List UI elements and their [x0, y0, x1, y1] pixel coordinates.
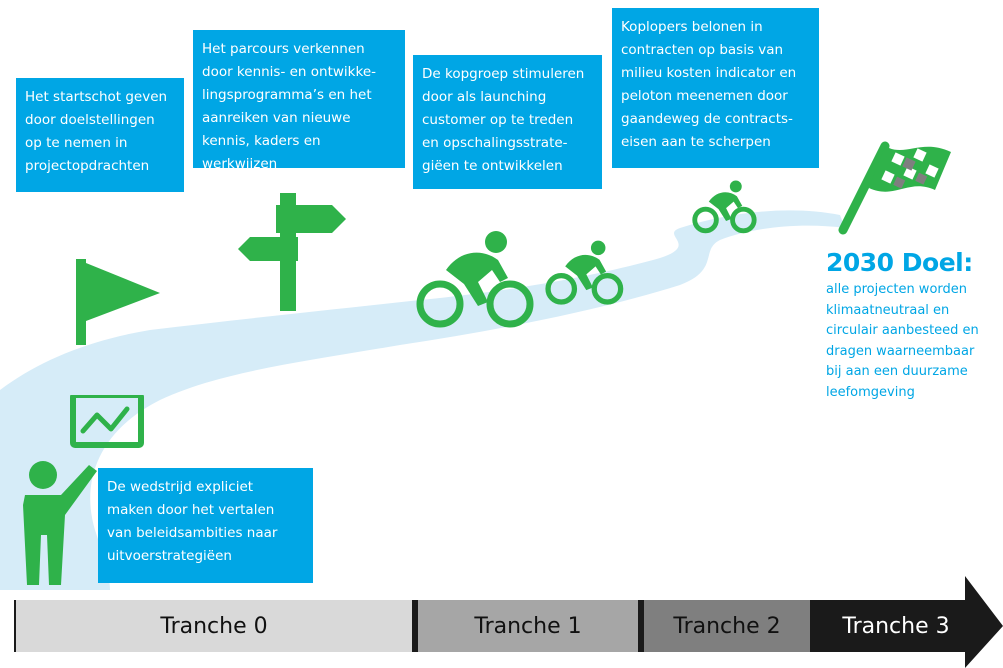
goal-title: 2030 Doel: — [826, 248, 973, 277]
step-box-kopgroep: De kopgroep stimuleren door als launchin… — [413, 55, 602, 189]
tranche-3: Tranche 3 — [816, 600, 976, 652]
step-text: Het parcours verkennen door kennis- en o… — [202, 41, 377, 168]
checkered-flag-icon — [838, 141, 951, 235]
tranche-2: Tranche 2 — [644, 600, 810, 652]
tranche-label: Tranche 1 — [474, 613, 582, 639]
tranche-label: Tranche 2 — [673, 613, 781, 639]
cyclist-icon — [545, 240, 624, 305]
step-box-parcours: Het parcours verkennen door kennis- en o… — [193, 30, 405, 168]
tranche-0: Tranche 0 — [16, 600, 412, 652]
step-box-startschot: Het startschot geven door doelstellingen… — [16, 78, 184, 192]
cyclist-icon — [692, 180, 757, 234]
winding-road — [0, 210, 845, 591]
step-text: Het startschot geven door doelstellingen… — [25, 89, 168, 174]
cyclist-icon — [416, 231, 534, 328]
step-box-wedstrijd: De wedstrijd expliciet maken door het ve… — [98, 468, 313, 583]
flag-icon — [76, 259, 160, 345]
step-text: De wedstrijd expliciet maken door het ve… — [107, 479, 278, 564]
step-box-koplopers: Koplopers belonen in contracten op basis… — [612, 8, 819, 168]
signpost-icon — [238, 193, 346, 311]
tranche-label: Tranche 3 — [842, 613, 950, 639]
step-text: Koplopers belonen in contracten op basis… — [621, 19, 797, 150]
tranche-label: Tranche 0 — [160, 613, 268, 639]
step-text: De kopgroep stimuleren door als launchin… — [422, 66, 585, 174]
tranche-1: Tranche 1 — [418, 600, 638, 652]
presenter-icon — [23, 395, 144, 585]
goal-text: alle projecten worden klimaatneutraal en… — [826, 282, 979, 400]
